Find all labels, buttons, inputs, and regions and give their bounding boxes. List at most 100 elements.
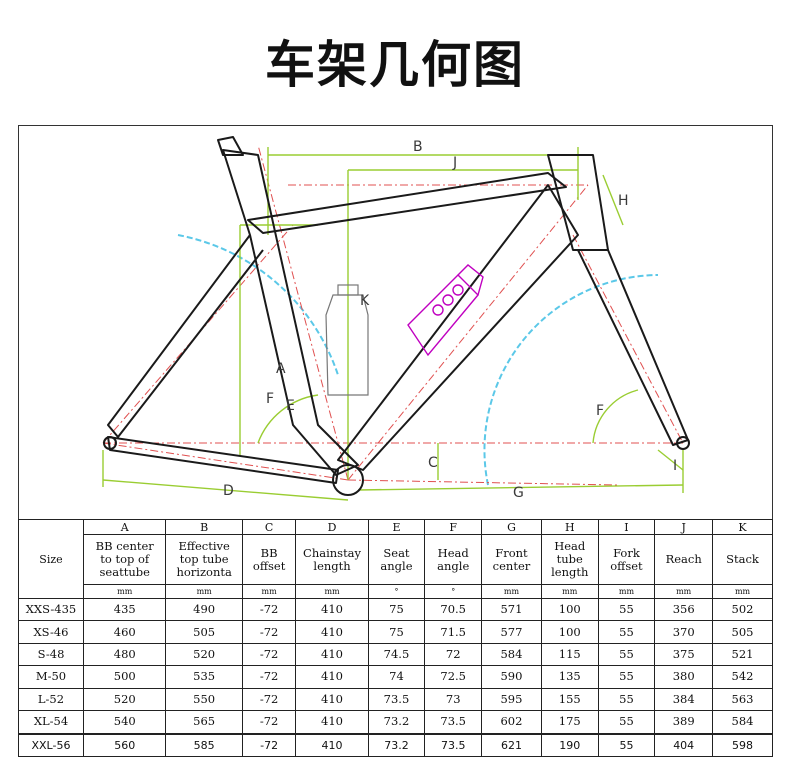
value-cell: 384 bbox=[654, 687, 714, 712]
value-cell: 55 bbox=[597, 597, 656, 622]
value-cell: 520 bbox=[165, 642, 243, 667]
value-cell: -72 bbox=[241, 620, 297, 644]
value-cell: 505 bbox=[712, 620, 773, 644]
value-cell: 73.2 bbox=[367, 732, 426, 757]
value-cell: 521 bbox=[712, 642, 773, 667]
label-C: C bbox=[428, 455, 438, 471]
value-cell: 410 bbox=[295, 597, 369, 622]
column-name-line: Effective bbox=[178, 539, 230, 553]
value-cell: 380 bbox=[654, 665, 714, 689]
value-cell: 370 bbox=[654, 620, 714, 644]
value-cell: 584 bbox=[481, 642, 542, 667]
column-name-line: angle bbox=[380, 558, 413, 573]
value-cell: 72.5 bbox=[424, 665, 483, 689]
value-cell: 55 bbox=[597, 665, 656, 689]
value-cell: 410 bbox=[295, 642, 369, 667]
value-cell: 490 bbox=[165, 597, 243, 622]
value-cell: 602 bbox=[481, 710, 542, 734]
column-name-line: Reach bbox=[665, 552, 702, 566]
column-name-line: center bbox=[492, 558, 531, 573]
value-cell: 480 bbox=[82, 642, 167, 667]
value-cell: 598 bbox=[712, 732, 773, 757]
column-letter: H bbox=[540, 519, 599, 535]
column-name-line: angle bbox=[437, 558, 470, 573]
column-letter: K bbox=[712, 519, 773, 535]
value-cell: 585 bbox=[165, 732, 243, 757]
column-name-line: offset bbox=[252, 558, 286, 573]
value-cell: -72 bbox=[241, 710, 297, 734]
dim-I-line bbox=[657, 449, 684, 471]
column-letter: A bbox=[82, 519, 167, 535]
value-cell: 550 bbox=[165, 687, 243, 712]
column-name-line: length bbox=[551, 565, 589, 579]
column-letter: F bbox=[424, 519, 483, 535]
value-cell: 560 bbox=[82, 732, 167, 757]
label-K: K bbox=[360, 293, 370, 309]
value-cell: 500 bbox=[82, 665, 167, 689]
column-name-line: BB center bbox=[95, 539, 154, 553]
dim-G-line bbox=[357, 484, 684, 491]
seat-tube bbox=[222, 149, 359, 476]
value-cell: 74 bbox=[367, 665, 426, 689]
value-cell: -72 bbox=[241, 597, 297, 622]
dimension-lines bbox=[102, 147, 684, 501]
label-B: B bbox=[413, 139, 423, 155]
column-letter: I bbox=[597, 519, 656, 535]
column-name: Stack bbox=[712, 534, 773, 585]
column-unit: mm bbox=[241, 584, 297, 599]
value-cell: 55 bbox=[597, 687, 656, 712]
value-cell: 410 bbox=[295, 732, 369, 757]
value-cell: 73.5 bbox=[367, 687, 426, 712]
value-cell: 505 bbox=[165, 620, 243, 644]
column-name-line: to top of bbox=[100, 552, 150, 566]
value-cell: -72 bbox=[241, 642, 297, 667]
column-name-line: Seat bbox=[383, 545, 410, 560]
size-cell: XXS-435 bbox=[18, 597, 84, 622]
size-cell: L-52 bbox=[18, 687, 84, 712]
fork bbox=[577, 249, 689, 446]
dim-H-line bbox=[602, 174, 624, 226]
label-E: E bbox=[286, 398, 295, 414]
value-cell: 100 bbox=[540, 597, 599, 622]
angle-E-arc bbox=[257, 394, 319, 444]
value-cell: 175 bbox=[540, 710, 599, 734]
size-cell: XS-46 bbox=[18, 620, 84, 644]
dim-D-line bbox=[102, 479, 349, 501]
value-cell: 75 bbox=[367, 620, 426, 644]
value-cell: 100 bbox=[540, 620, 599, 644]
column-name-line: Head bbox=[554, 539, 586, 553]
column-name-line: BB bbox=[260, 545, 278, 560]
value-cell: -72 bbox=[241, 687, 297, 712]
column-letter: C bbox=[241, 519, 297, 535]
value-cell: 542 bbox=[712, 665, 773, 689]
value-cell: 73.5 bbox=[424, 732, 483, 757]
page-title: 车架几何图 bbox=[265, 36, 525, 94]
value-cell: 75 bbox=[367, 597, 426, 622]
value-cell: 571 bbox=[481, 597, 542, 622]
value-cell: 55 bbox=[597, 710, 656, 734]
column-letter: J bbox=[654, 519, 714, 535]
value-cell: 410 bbox=[295, 620, 369, 644]
column-name-line: Head bbox=[437, 545, 469, 560]
label-I: I bbox=[673, 458, 677, 474]
value-cell: 135 bbox=[540, 665, 599, 689]
column-unit: mm bbox=[712, 584, 773, 599]
column-unit: mm bbox=[597, 584, 656, 599]
column-unit: mm bbox=[295, 584, 369, 599]
value-cell: 621 bbox=[481, 732, 542, 757]
seat-post bbox=[217, 136, 244, 156]
label-G: G bbox=[513, 485, 524, 501]
column-unit: mm bbox=[481, 584, 542, 599]
